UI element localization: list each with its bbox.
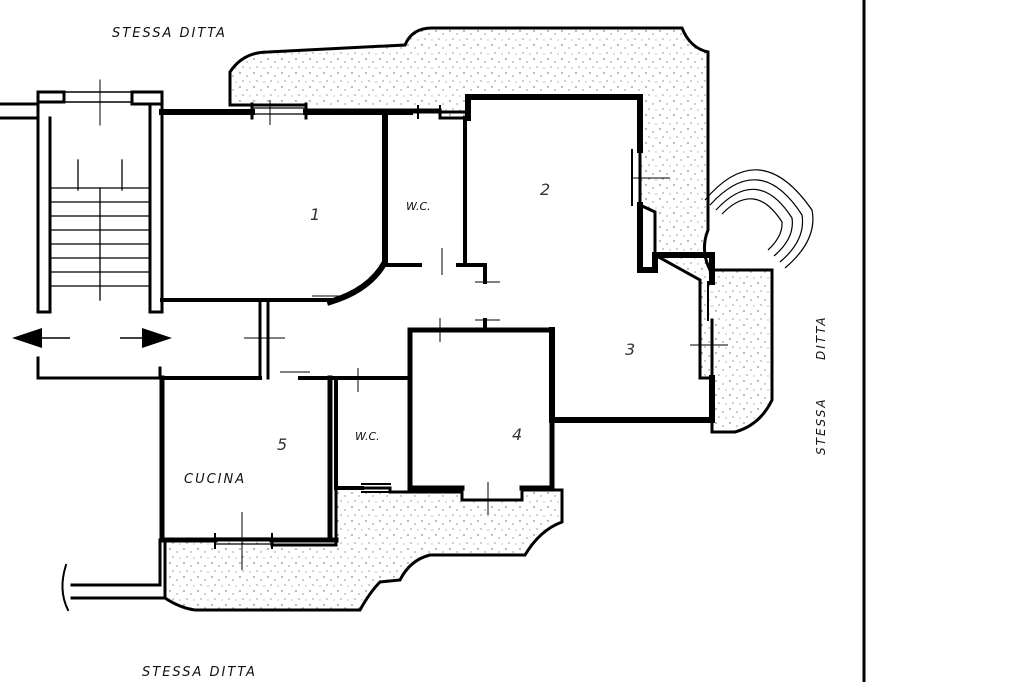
label-kitchen: CUCINA (184, 472, 246, 487)
label-right-ditta: DITTA (814, 315, 828, 360)
svg-text:1: 1 (310, 205, 320, 224)
label-right-stessa: STESSA (814, 397, 828, 455)
balcony-arcs (704, 169, 814, 269)
walls (0, 79, 715, 612)
entrance-arrows (12, 328, 172, 348)
label-wc-upper: W.C. (406, 200, 431, 213)
svg-text:4: 4 (512, 425, 522, 444)
label-top-stessa-ditta: STESSA DITTA (112, 26, 227, 41)
upper-terrace (228, 26, 774, 434)
svg-text:5: 5 (277, 435, 287, 454)
room-numbers: 1 2 3 4 5 (277, 180, 635, 454)
svg-text:2: 2 (540, 180, 550, 199)
window-markers (241, 100, 728, 570)
svg-text:3: 3 (625, 340, 635, 359)
lower-terrace (163, 486, 564, 612)
label-bottom-stessa-ditta: STESSA DITTA (142, 665, 257, 680)
label-wc-lower: W.C. (355, 430, 380, 443)
